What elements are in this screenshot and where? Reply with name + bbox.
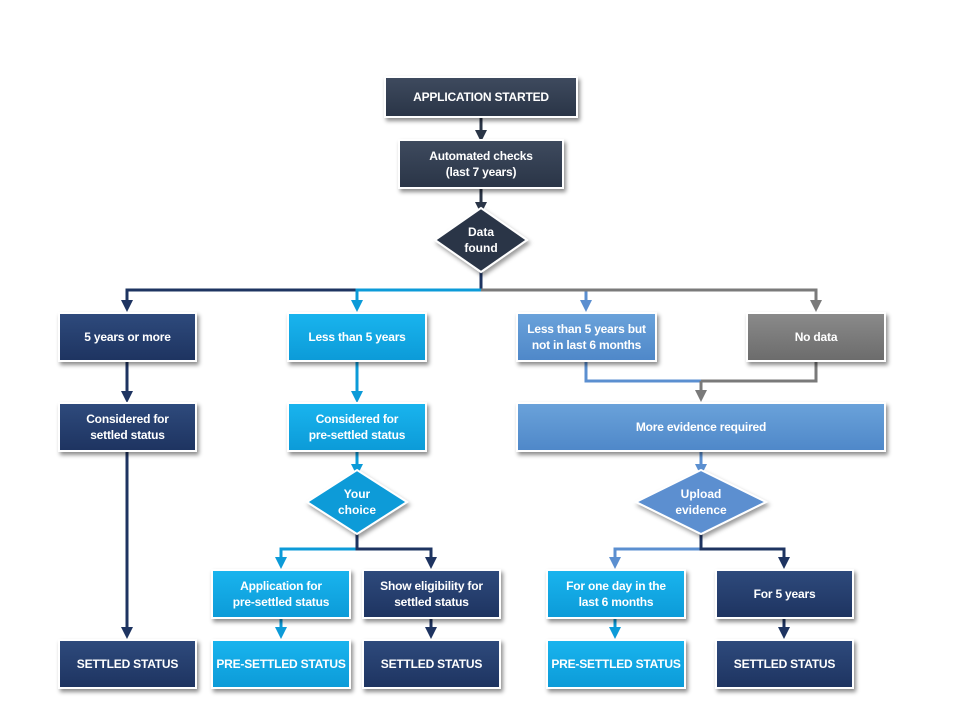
node-result-pre-settled-a: PRE-SETTLED STATUS [211,639,351,689]
node-result-settled-left: SETTLED STATUS [58,639,197,689]
node-considered-pre-settled: Considered for pre-settled status [287,402,427,452]
node-show-eligibility-settled: Show eligibility for settled status [362,569,501,619]
node-no-data: No data [746,312,886,362]
node-automated-checks: Automated checks (last 7 years) [398,139,564,189]
node-result-pre-settled-b: PRE-SETTLED STATUS [546,639,686,689]
node-upload-evidence-label: Upload evidence [675,487,727,517]
node-application-started: APPLICATION STARTED [384,76,578,118]
connector-to-less-than-five [351,288,481,312]
connector-choice-to-application-pre [275,532,359,569]
node-five-years-or-more: 5 years or more [58,312,197,362]
node-for-five-years: For 5 years [715,569,854,619]
connector-choice-to-show-eligibility [355,532,437,569]
node-result-settled-right: SETTLED STATUS [715,639,854,689]
connector-upload-to-one-day [609,532,703,569]
node-more-evidence-required: More evidence required [516,402,886,452]
node-less-than-five-not-last-six: Less than 5 years but not in last 6 mont… [516,312,657,362]
connector-to-less-than-five-not-six [481,288,592,312]
connector-to-no-data [481,288,822,312]
connector-less-five-not-six-to-evidence [584,361,701,383]
connector-no-data-to-evidence [701,361,818,383]
your-choice-diamond [305,468,409,536]
node-result-settled-mid: SETTLED STATUS [362,639,501,689]
node-your-choice-label: Your choice [337,487,376,517]
node-data-found-label: Data found [464,225,498,255]
data-found-diamond [433,206,529,274]
connector-upload-to-five-years [699,532,790,569]
connector-to-five-years-or-more [121,270,483,312]
upload-evidence-diamond [633,468,769,536]
node-application-pre-settled: Application for pre-settled status [211,569,351,619]
node-less-than-five-years: Less than 5 years [287,312,427,362]
node-one-day-last-six: For one day in the last 6 months [546,569,686,619]
node-considered-settled: Considered for settled status [58,402,197,452]
